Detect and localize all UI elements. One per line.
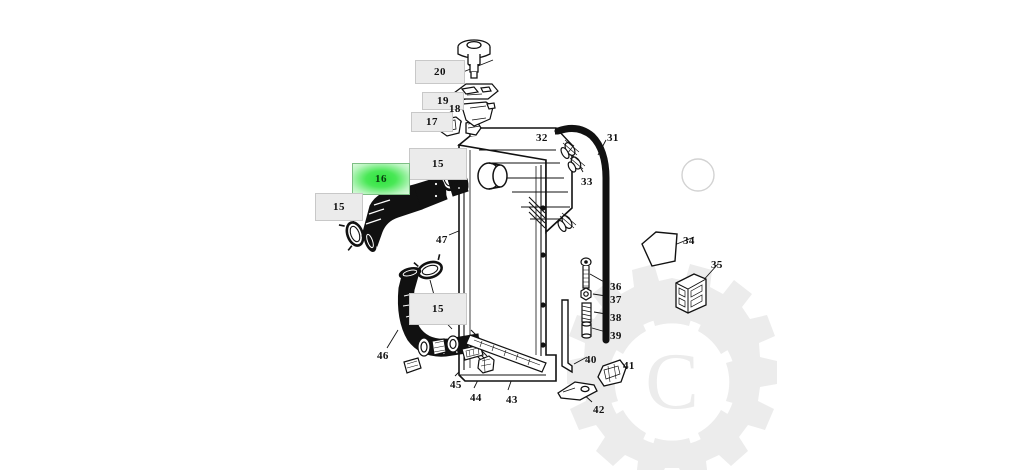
small-fittings-row	[417, 335, 460, 357]
callout-box-15-left[interactable]: 15	[315, 193, 363, 221]
bottom-small-parts	[403, 334, 547, 374]
callout-label-18: 18	[449, 103, 461, 115]
callout-label-41: 41	[623, 360, 635, 372]
part-43	[465, 334, 547, 373]
callout-label-17: 17	[426, 116, 438, 128]
callout-label-39: 39	[610, 330, 622, 342]
part-44	[477, 355, 495, 374]
bolt-nut-washer-stack	[580, 257, 592, 339]
bracket-40	[561, 299, 573, 374]
callout-box-16-highlighted[interactable]: 16	[352, 163, 410, 195]
callout-label-35: 35	[711, 259, 723, 271]
callout-label-45: 45	[450, 379, 462, 391]
callout-label-32: 32	[536, 132, 548, 144]
bolt-36	[580, 257, 592, 289]
callout-box-17[interactable]: 17	[411, 112, 453, 132]
radiator-cap-stack	[432, 39, 499, 168]
callout-label-15-lower: 15	[432, 303, 444, 315]
callout-box-20[interactable]: 20	[415, 60, 465, 84]
callout-box-15-lower[interactable]: 15	[409, 293, 467, 325]
bushing-39	[581, 321, 592, 339]
callout-label-38: 38	[610, 312, 622, 324]
callout-label-37: 37	[610, 294, 622, 306]
clamp-15-left	[337, 216, 368, 252]
callout-label-16: 16	[375, 173, 387, 185]
part-42	[557, 381, 598, 401]
part-41	[597, 359, 627, 387]
callout-label-36: 36	[610, 281, 622, 293]
callout-label-33: 33	[581, 176, 593, 188]
callout-label-40: 40	[585, 354, 597, 366]
callout-label-43: 43	[506, 394, 518, 406]
thick-hose-31	[554, 124, 610, 344]
callout-label-19: 19	[437, 95, 449, 107]
callout-label-44: 44	[470, 392, 482, 404]
callout-box-19[interactable]: 19	[422, 92, 464, 110]
callout-box-15-upper[interactable]: 15	[409, 148, 467, 180]
part-35	[675, 273, 707, 314]
clamp-15-lower	[412, 252, 447, 283]
gray-circle-marker	[681, 158, 715, 192]
callout-label-15-upper: 15	[432, 158, 444, 170]
fastener-group-right	[557, 139, 586, 233]
callout-label-47: 47	[436, 234, 448, 246]
part-46-fitting	[403, 357, 422, 374]
callout-label-34: 34	[683, 235, 695, 247]
upper-hose-assembly	[337, 161, 469, 252]
part-34	[641, 231, 678, 267]
callout-label-46: 46	[377, 350, 389, 362]
spring-38	[581, 302, 592, 323]
callout-label-20: 20	[434, 66, 446, 78]
callout-label-31: 31	[607, 132, 619, 144]
callout-label-15-left: 15	[333, 201, 345, 213]
callout-label-42: 42	[593, 404, 605, 416]
nut-37	[580, 287, 592, 301]
